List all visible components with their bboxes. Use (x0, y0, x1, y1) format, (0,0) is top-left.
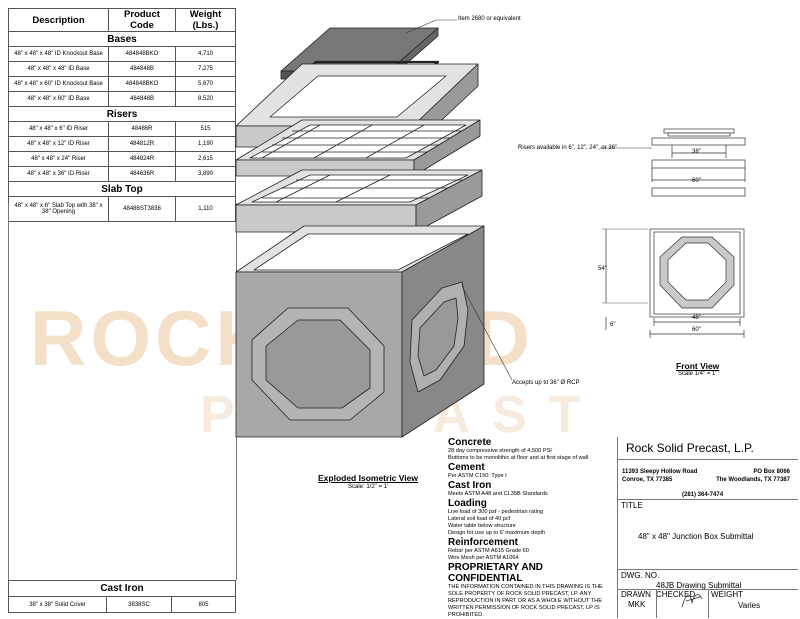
drawn-by: MKK (628, 600, 646, 609)
annotation-item: Item 2680 or equivalent (458, 16, 521, 22)
knockout-base (235, 225, 485, 438)
dwg-number: 48JB Drawing Submittal (656, 581, 742, 590)
left-border (8, 203, 9, 580)
riser-lower (235, 169, 483, 233)
table-row: 48" x 48" x 6" Slab Top with 38" x 38" O… (8, 196, 236, 222)
spec-line: Wire Mesh per ASTM A1064 (448, 555, 519, 561)
spec-line: Bottoms to be monolithic at floor and at… (448, 455, 589, 461)
weight-value: Varies (738, 601, 761, 610)
spec-line: Rebar per ASTM A615 Grade 60 (448, 548, 529, 554)
exploded-view-title: Exploded Isometric View (318, 473, 418, 483)
spec-line: 28 day compressive strength of 4,500 PSI (448, 448, 552, 454)
spec-line: Meets ASTM A48 and CL35B Standards (448, 491, 548, 497)
front-view-scale: Scale 1/4" = 1' (678, 371, 717, 377)
spec-line: WRITTEN PERMISSION OF ROCK SOLID PRECAST… (448, 605, 600, 611)
product-table: Description Product Code Weight (Lbs.) B… (8, 8, 236, 222)
spec-heading: Cement (448, 462, 485, 473)
header-description: Description (8, 8, 109, 32)
spec-line: PROHIBITED. (448, 612, 484, 618)
spec-line: SOLE PROPERTY OF ROCK SOLID PRECAST, LP.… (448, 591, 592, 597)
dim-60: 60" (692, 178, 701, 184)
dim-48: 48" (692, 315, 701, 321)
annotation-risers: Risers available in 6", 12", 24", or 36" (518, 145, 618, 151)
specifications-block: Concrete 28 day compressive strength of … (448, 437, 618, 619)
annotation-rcp: Accepts up to 36" Ø RCP (512, 380, 580, 386)
address-line-2: Conroe, TX 77385 (622, 477, 673, 483)
cell-weight: 8,520 (175, 91, 236, 107)
po-box-line-1: PO Box 8066 (753, 469, 790, 475)
dwg-no-label: DWG. NO. (621, 571, 660, 580)
spec-heading: Cast Iron (448, 480, 492, 491)
dim-60-bottom: 60" (692, 327, 701, 333)
spec-line: Lateral soil load of 40 pcf (448, 516, 511, 522)
phone-number: (281) 364-7474 (682, 492, 724, 498)
spec-heading: Concrete (448, 437, 492, 448)
cell-description: 48" x 48" x 6" Slab Top with 38" x 38" O… (8, 196, 109, 222)
dim-54: 54" (598, 266, 607, 272)
weight-label: WEIGHT (711, 590, 743, 599)
cast-iron-table: Cast Iron 38" x 38" Solid Cover 3838SC 8… (8, 580, 236, 613)
front-view-title: Front View (676, 361, 720, 371)
checked-label: CHECKED (656, 590, 696, 599)
spec-line: Per ASTM C150: Type I (448, 473, 507, 479)
spec-heading: Reinforcement (448, 537, 519, 548)
spec-line: Water table below structure (448, 523, 516, 529)
drawn-label: DRAWN (621, 590, 651, 599)
title-block: Rock Solid Precast, L.P. 11393 Sleepy Ho… (617, 437, 798, 618)
address-line-1: 11393 Sleepy Hollow Road (622, 469, 698, 475)
spec-line: Design for use up to 6' maximum depth (448, 530, 546, 536)
table-row: 38" x 38" Solid Cover 3838SC 805 (8, 596, 236, 613)
spec-line: REPRODUCTION IN PART OR AS A WHOLE WITHO… (448, 598, 602, 604)
spec-line: Live load of 300 psf - pedestrian rating (448, 509, 544, 515)
drawing-title: 48" x 48" Junction Box Submittal (638, 532, 754, 541)
spec-heading: PROPRIETARY AND CONFIDENTIAL (448, 562, 544, 584)
title-label: TITLE (621, 501, 643, 510)
cell-code: 48486ST3838 (108, 196, 176, 222)
spec-heading: Loading (448, 498, 487, 509)
po-box-line-2: The Woodlands, TX 77387 (716, 477, 790, 483)
cell-weight: 805 (171, 596, 236, 613)
spec-line: THE INFORMATION CONTAINED IN THIS DRAWIN… (448, 584, 603, 590)
checker-signature (681, 594, 703, 608)
cell-weight: 1,110 (175, 196, 236, 222)
riser-upper (235, 119, 481, 177)
dim-6: 6" (610, 322, 616, 328)
dim-38: 38" (692, 149, 701, 155)
company-name: Rock Solid Precast, L.P. (626, 441, 754, 455)
exploded-view-scale: Scale: 1/2" = 1' (348, 484, 389, 490)
